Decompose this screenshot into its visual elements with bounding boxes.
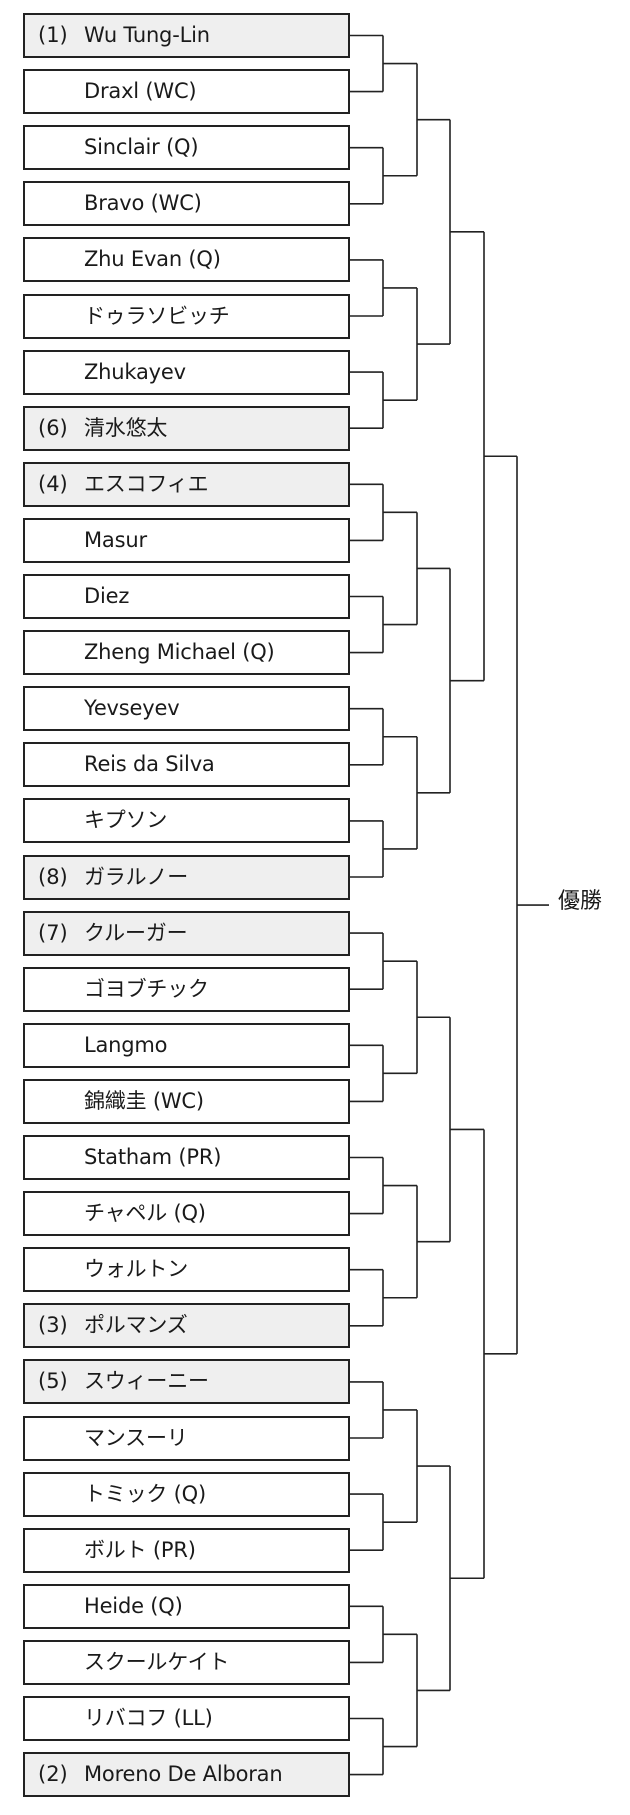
player-slot: (3) ポルマンズ	[23, 1303, 350, 1349]
player-slot: (1) Wu Tung-Lin	[23, 13, 350, 58]
player-slot: ゴヨブチック	[23, 966, 350, 1012]
player-name: Moreno De Alboran	[84, 1762, 283, 1787]
player-name: ドゥラソビッチ	[84, 303, 230, 328]
player-name: Zheng Michael (Q)	[84, 640, 275, 665]
player-name: Zhukayev	[84, 359, 186, 384]
player-name: ウォルトン	[84, 1257, 188, 1282]
player-slot: (6) 清水悠太	[23, 405, 350, 451]
player-slot: (8) ガラルノー	[23, 854, 350, 900]
player-slot: (7) クルーガー	[23, 910, 350, 956]
player-name: リバコフ (LL)	[84, 1706, 213, 1730]
player-name: ポルマンズ	[84, 1313, 188, 1338]
player-name: Masur	[84, 527, 147, 552]
player-name: Heide (Q)	[84, 1593, 183, 1618]
player-slot: トミック (Q)	[23, 1471, 350, 1517]
player-slot: スクールケイト	[23, 1639, 350, 1685]
player-name: 錦織圭 (WC)	[84, 1088, 204, 1113]
seed-number: (1)	[38, 23, 68, 47]
player-name: Yevseyev	[84, 696, 180, 721]
player-slot: Langmo	[23, 1022, 350, 1068]
seed-number: (4)	[38, 471, 68, 496]
player-name: Bravo (WC)	[84, 191, 202, 216]
player-name: Diez	[84, 584, 130, 608]
player-slot: Statham (PR)	[23, 1135, 350, 1180]
player-name: Reis da Silva	[84, 752, 215, 777]
champion-label: 優勝	[558, 889, 603, 914]
player-name: ゴヨブチック	[84, 976, 209, 1001]
player-name: Draxl (WC)	[84, 79, 197, 104]
player-slot: Masur	[23, 517, 350, 563]
player-name: Statham (PR)	[84, 1145, 222, 1169]
player-name: クルーガー	[84, 920, 188, 945]
player-slot: Draxl (WC)	[23, 69, 350, 115]
player-slot: ドゥラソビッチ	[23, 293, 350, 339]
player-name: スウィーニー	[84, 1369, 209, 1394]
player-name: Langmo	[84, 1032, 168, 1057]
seed-number: (2)	[38, 1762, 68, 1787]
seed-number: (5)	[38, 1369, 68, 1394]
player-name: Zhu Evan (Q)	[84, 247, 221, 272]
player-slot: Bravo (WC)	[23, 181, 350, 227]
player-slot: Zheng Michael (Q)	[23, 630, 350, 676]
player-name: マンスーリ	[84, 1425, 188, 1450]
player-slot: Sinclair (Q)	[23, 125, 350, 171]
player-name: エスコフィエ	[84, 471, 209, 496]
player-slot: リバコフ (LL)	[23, 1696, 350, 1741]
player-slot: チャペル (Q)	[23, 1191, 350, 1237]
seed-number: (7)	[38, 920, 68, 945]
player-slot: Diez	[23, 574, 350, 619]
player-name: 清水悠太	[84, 415, 168, 440]
player-name: ガラルノー	[84, 864, 188, 889]
seed-number: (6)	[38, 415, 68, 440]
player-name: ボルト (PR)	[84, 1537, 196, 1562]
player-slot: Yevseyev	[23, 686, 350, 732]
player-slot: Heide (Q)	[23, 1583, 350, 1629]
player-name: チャペル (Q)	[84, 1201, 206, 1226]
seed-number: (8)	[38, 864, 68, 889]
player-slot: Zhukayev	[23, 349, 350, 395]
player-slot: ウォルトン	[23, 1247, 350, 1293]
player-slot: (5) スウィーニー	[23, 1359, 350, 1405]
player-name: Wu Tung-Lin	[84, 23, 210, 47]
player-slot: (2) Moreno De Alboran	[23, 1752, 350, 1798]
player-slot: Reis da Silva	[23, 742, 350, 788]
player-slot: Zhu Evan (Q)	[23, 237, 350, 283]
player-name: Sinclair (Q)	[84, 135, 199, 160]
player-name: トミック (Q)	[84, 1481, 206, 1506]
player-slot: マンスーリ	[23, 1415, 350, 1461]
player-slot: (4) エスコフィエ	[23, 461, 350, 507]
player-slot: 錦織圭 (WC)	[23, 1078, 350, 1124]
seed-number: (3)	[38, 1313, 68, 1338]
player-slot: キプソン	[23, 798, 350, 844]
player-slot: ボルト (PR)	[23, 1527, 350, 1573]
player-name: スクールケイト	[84, 1649, 230, 1674]
player-name: キプソン	[84, 808, 168, 833]
